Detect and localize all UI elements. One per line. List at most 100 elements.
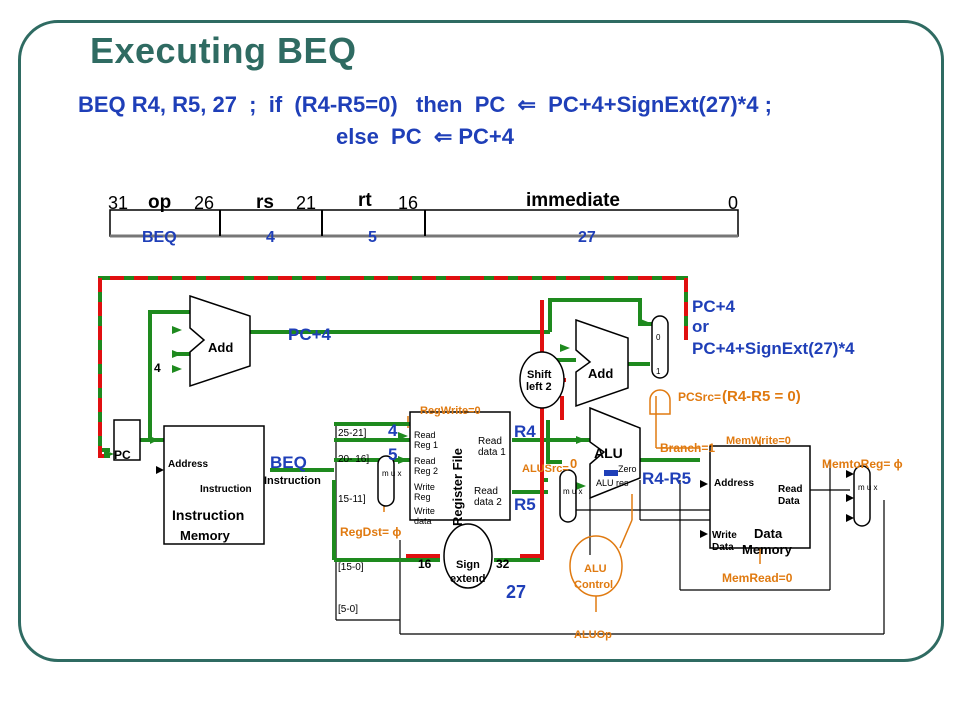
adder-pc4: Add [189, 294, 251, 388]
field-op-value: BEQ [142, 229, 177, 246]
svg-text:Write: Write [712, 530, 737, 541]
sign-extend: Sign extend [443, 523, 493, 589]
svg-text:Reg: Reg [414, 492, 431, 502]
svg-text:32: 32 [496, 557, 510, 571]
field-rs-value: 4 [266, 229, 275, 246]
svg-text:ALUSrc=: ALUSrc= [522, 463, 569, 475]
arrowheads [104, 318, 648, 490]
svg-text:27: 27 [506, 582, 526, 602]
svg-text:Read: Read [474, 486, 498, 497]
svg-text:PC: PC [114, 448, 131, 462]
svg-text:(R4-R5 = 0): (R4-R5 = 0) [722, 388, 801, 405]
svg-text:Branch=1: Branch=1 [660, 441, 715, 455]
bit-31: 31 [108, 193, 128, 213]
field-imm-value: 27 [578, 229, 596, 246]
bit-0: 0 [728, 193, 738, 213]
mux-labels: 0 1 m u x m u x m u x [382, 333, 878, 496]
svg-text:m u x: m u x [563, 487, 583, 496]
svg-text:PC+4: PC+4 [288, 325, 332, 344]
field-imm-name: immediate [526, 190, 620, 211]
mux-alusrc [559, 469, 577, 523]
svg-text:Instruction: Instruction [172, 507, 244, 523]
svg-text:Read: Read [414, 430, 436, 440]
field-rs-name: rs [256, 192, 274, 213]
mux-regdst [377, 455, 395, 507]
svg-text:Address: Address [168, 459, 208, 470]
svg-text:extend: extend [450, 573, 485, 585]
instruction-format: 31 op 26 rs 21 rt 16 immediate 0 BEQ 4 5… [108, 190, 739, 246]
svg-text:ALU: ALU [584, 563, 607, 575]
control-wires [335, 425, 885, 635]
data-memory: Address Read Data Write Data Data Memory [709, 445, 811, 557]
register-file: Read Reg 1 Read Reg 2 Write Reg Write da… [409, 411, 511, 526]
svg-text:Reg 1: Reg 1 [414, 440, 438, 450]
svg-text:Instruction: Instruction [200, 484, 252, 495]
svg-text:Data: Data [712, 542, 734, 553]
svg-text:m u x: m u x [382, 469, 402, 478]
bit-26: 26 [194, 193, 214, 213]
shift-left-2: Shift left 2 [519, 351, 565, 409]
svg-text:left 2: left 2 [526, 381, 552, 393]
svg-text:m u x: m u x [858, 483, 878, 492]
adder-branch: Add [575, 318, 629, 408]
svg-text:MemRead=0: MemRead=0 [722, 571, 793, 585]
multiplexers [377, 315, 871, 527]
svg-text:1: 1 [656, 367, 661, 376]
svg-text:Zero: Zero [618, 464, 637, 474]
svg-text:PCSrc=: PCSrc= [678, 390, 721, 404]
svg-text:Shift: Shift [527, 369, 552, 381]
slide-frame [18, 20, 944, 662]
beq-description: BEQ R4, R5, 27 ; if (R4-R5=0) then PC ⇐ … [78, 92, 772, 117]
bit-21: 21 [296, 193, 316, 213]
svg-text:data: data [414, 516, 432, 526]
svg-text:PC+4+SignExt(27)*4: PC+4+SignExt(27)*4 [692, 339, 855, 358]
svg-text:Reg 2: Reg 2 [414, 466, 438, 476]
svg-text:0: 0 [656, 333, 661, 342]
svg-text:ALU: ALU [594, 445, 623, 461]
field-rt-name: rt [358, 190, 372, 211]
svg-text:Read: Read [414, 456, 436, 466]
svg-text:RegWrite=0: RegWrite=0 [420, 405, 481, 417]
slide-title: Executing BEQ [90, 30, 357, 71]
svg-text:or: or [692, 317, 709, 336]
svg-text:Read: Read [478, 436, 502, 447]
alu-control: ALU Control [574, 563, 613, 591]
field-rt-value: 5 [368, 229, 377, 246]
svg-text:PC+4: PC+4 [692, 297, 736, 316]
svg-text:5: 5 [388, 445, 397, 464]
svg-text:MemWrite=0: MemWrite=0 [726, 435, 791, 447]
svg-text:Write: Write [414, 482, 435, 492]
field-op-name: op [148, 192, 171, 213]
svg-text:Register File: Register File [450, 448, 465, 526]
svg-text:Add: Add [588, 366, 613, 381]
svg-text:4: 4 [154, 361, 161, 375]
svg-text:Data: Data [754, 526, 783, 541]
svg-text:RegDst= ϕ: RegDst= ϕ [340, 525, 401, 539]
pc-register: PC [113, 419, 141, 462]
svg-text:15-11]: 15-11] [338, 494, 366, 505]
svg-text:R4-R5: R4-R5 [642, 469, 691, 488]
svg-text:data 1: data 1 [478, 447, 506, 458]
mux-memtoreg [853, 465, 871, 527]
svg-text:Read: Read [778, 484, 802, 495]
bit-16: 16 [398, 193, 418, 213]
svg-text:20- 16]: 20- 16] [338, 454, 369, 465]
red-paths [406, 300, 566, 560]
svg-text:Address: Address [714, 478, 754, 489]
annotations: PC+4 PC+4 or PC+4+SignExt(27)*4 PCSrc= (… [264, 297, 903, 641]
svg-text:BEQ: BEQ [270, 453, 307, 472]
svg-text:Data: Data [778, 496, 800, 507]
svg-text:Control: Control [574, 579, 613, 591]
svg-text:Memory: Memory [180, 528, 231, 543]
svg-text:Instruction: Instruction [264, 475, 321, 487]
svg-text:ALUOp: ALUOp [574, 629, 612, 641]
svg-text:0: 0 [570, 456, 577, 471]
mux-pcsrc [651, 315, 669, 379]
svg-text:Add: Add [208, 340, 233, 355]
and-gate-icon [649, 389, 671, 415]
pc-update-path [98, 276, 688, 458]
svg-text:MemtoReg= ϕ: MemtoReg= ϕ [822, 457, 903, 471]
svg-text:data 2: data 2 [474, 497, 502, 508]
svg-text:25-21]: 25-21] [338, 428, 367, 439]
